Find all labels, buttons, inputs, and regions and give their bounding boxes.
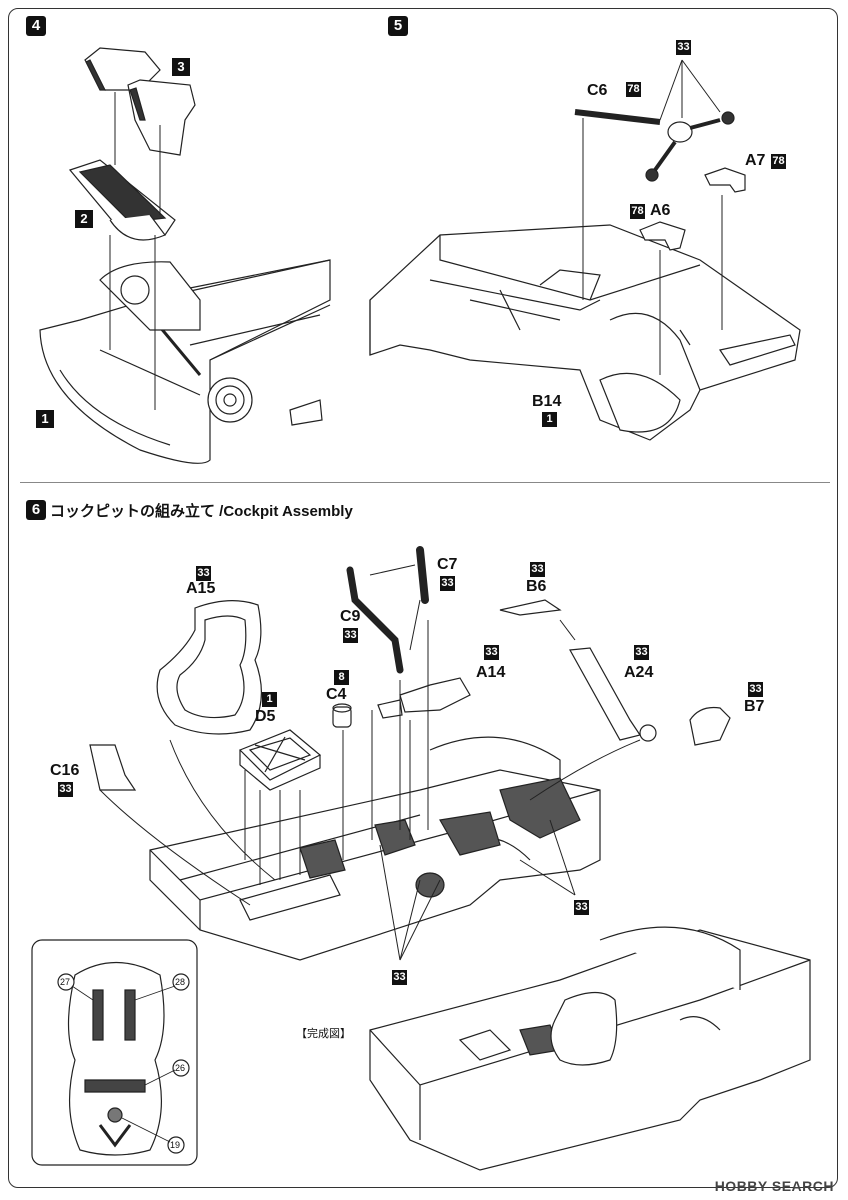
step-4-badge: 4 [26, 16, 46, 36]
part-c16-number: 33 [58, 782, 73, 797]
part-a15-number: 33 [196, 566, 211, 581]
part-b6-label: B6 [526, 578, 547, 595]
step4-part3-ducts [84, 47, 196, 156]
step6-part-c4 [332, 703, 352, 728]
part-a7-label: A7 [745, 152, 766, 169]
watermark: HOBBY SEARCH [714, 1178, 834, 1194]
part-c9-number: 33 [343, 628, 358, 643]
part-c6-number: 78 [626, 82, 641, 97]
part-c4-label: C4 [326, 686, 347, 703]
mat-33-bottom-number: 33 [392, 970, 407, 985]
belt-19-number: 19 [170, 1140, 181, 1150]
belt-27-number: 27 [60, 977, 71, 987]
part-c16-label: C16 [50, 762, 80, 779]
part-a6-number: 78 [630, 204, 645, 219]
part-d5-label: D5 [255, 708, 276, 725]
step-5-badge: 5 [388, 16, 408, 36]
part-c7-number: 33 [440, 576, 455, 591]
seatbelt-inset [31, 939, 198, 1166]
part-c7-label: C7 [437, 556, 458, 573]
part-1-label: 1 [36, 410, 54, 428]
step4-part2-duct [68, 159, 176, 241]
step-6-title: コックピットの組み立て /Cockpit Assembly [50, 503, 353, 520]
part-c4-number: 8 [334, 670, 349, 685]
part-c9-label: C9 [340, 608, 361, 625]
step5-arrows [582, 59, 723, 375]
step5-part-c6 [574, 109, 735, 182]
step6-part-d5 [238, 729, 322, 791]
step6-arrows [99, 564, 641, 961]
part-a6-label: A6 [650, 202, 671, 219]
step6-part-c7-c9 [346, 546, 429, 674]
part-33-top-number: 33 [676, 40, 691, 55]
step4-arrows [109, 92, 161, 410]
part-a14-label: A14 [476, 664, 506, 681]
step6-part-b6-a24-b7 [499, 599, 731, 746]
part-a24-label: A24 [624, 664, 654, 681]
part-a7-number: 78 [771, 154, 786, 169]
step5-chassis [369, 224, 801, 441]
belt-26-number: 26 [175, 1063, 186, 1073]
section-divider [20, 482, 830, 483]
step6-part-a14 [377, 677, 471, 719]
mat-33-right-number: 33 [574, 900, 589, 915]
part-b6-number: 33 [530, 562, 545, 577]
belt-28-number: 28 [175, 977, 186, 987]
step5-part-a6 [639, 221, 686, 251]
part-a24-number: 33 [634, 645, 649, 660]
completed-assembly [369, 926, 811, 1171]
part-2-label: 2 [75, 210, 93, 228]
part-d5-number: 1 [262, 692, 277, 707]
completed-diagram-label: 【完成図】 [296, 1028, 351, 1040]
part-c6-label: C6 [587, 82, 608, 99]
step6-mats [299, 777, 581, 898]
step6-part-c16 [89, 744, 137, 791]
part-a15-label: A15 [186, 580, 216, 597]
step4-front-chassis [39, 259, 331, 464]
step6-seat-a15 [156, 600, 263, 735]
step-6-badge: 6 [26, 500, 46, 520]
step6-chassis [149, 736, 601, 961]
part-a14-number: 33 [484, 645, 499, 660]
step5-part-a7 [704, 167, 746, 193]
part-b14-label: B14 [532, 393, 562, 410]
part-3-label: 3 [172, 58, 190, 76]
part-b14-number: 1 [542, 412, 557, 427]
page-frame [8, 8, 838, 1188]
part-b7-label: B7 [744, 698, 765, 715]
part-b7-number: 33 [748, 682, 763, 697]
